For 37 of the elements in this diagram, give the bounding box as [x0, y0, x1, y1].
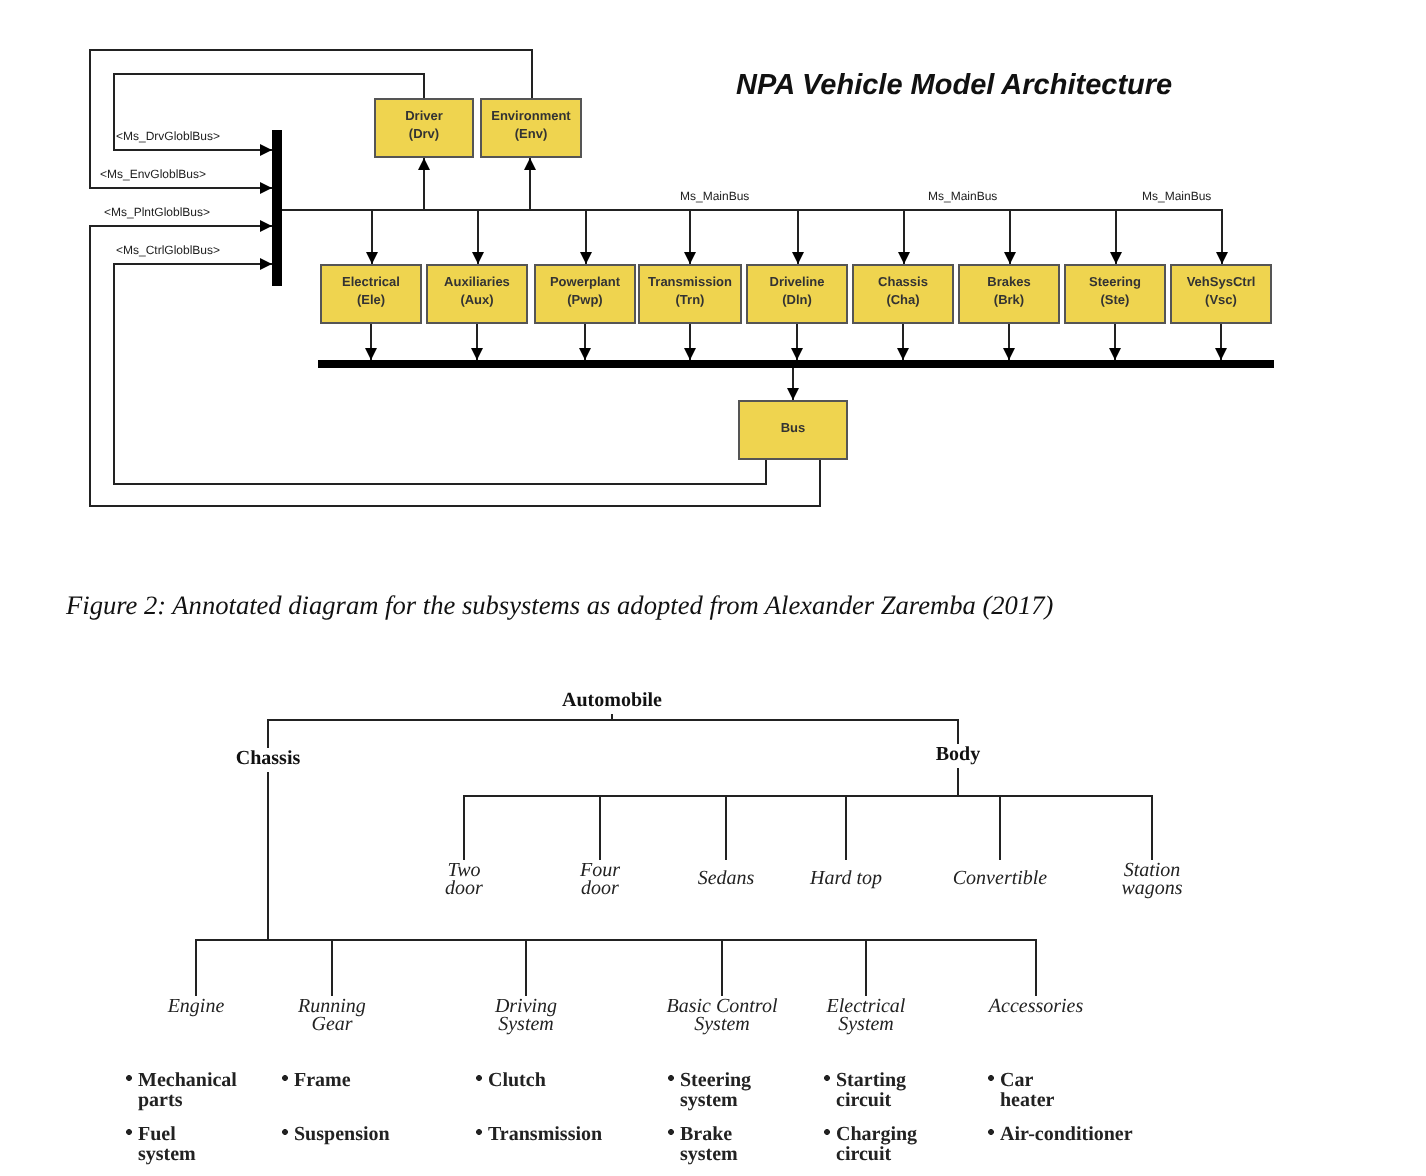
tree-item: Four door: [560, 860, 640, 900]
tree-heading: Automobile: [560, 690, 664, 714]
tree-line: [267, 771, 1037, 997]
bus-bar: [272, 130, 282, 286]
tree-line: [957, 767, 1153, 861]
arrow: [365, 323, 377, 361]
arrow: [787, 367, 799, 401]
tree-item: Driving System: [480, 996, 572, 1036]
arrow: [579, 323, 591, 361]
arrow: [113, 258, 767, 485]
tree-line: [611, 713, 959, 745]
tree-item: Accessories: [976, 996, 1096, 1020]
bus-bar: [318, 360, 1274, 368]
arrow: [471, 323, 483, 361]
tree-item: Hard top: [806, 860, 886, 900]
arrow: [1215, 323, 1227, 361]
arrow: [791, 323, 803, 361]
tree-line: [267, 713, 613, 749]
arrow: [89, 49, 533, 194]
tree-item: Running Gear: [290, 996, 374, 1036]
arrow: [1109, 323, 1121, 361]
arrow: [113, 73, 425, 156]
arrow: [1003, 323, 1015, 361]
tree-heading: Body: [928, 744, 988, 768]
tree-item: Station wagons: [1102, 860, 1202, 900]
tree-item: Electrical System: [812, 996, 920, 1036]
arrow: [897, 323, 909, 361]
diagram-title: NPA Vehicle Model Architecture: [736, 70, 1173, 102]
tree-item: Basic Control System: [652, 996, 792, 1036]
arrow: [684, 323, 696, 361]
tree-item: Sedans: [680, 860, 772, 900]
tree-heading: Chassis: [226, 748, 310, 772]
tree-item: Convertible: [936, 860, 1064, 900]
figure-caption: Figure 2: Annotated diagram for the subsystems as adopted from Alexander Zaremba (2017): [66, 590, 1054, 622]
arrow: [89, 220, 821, 507]
tree-item: Engine: [152, 996, 240, 1020]
tree-item: Two door: [434, 860, 494, 900]
